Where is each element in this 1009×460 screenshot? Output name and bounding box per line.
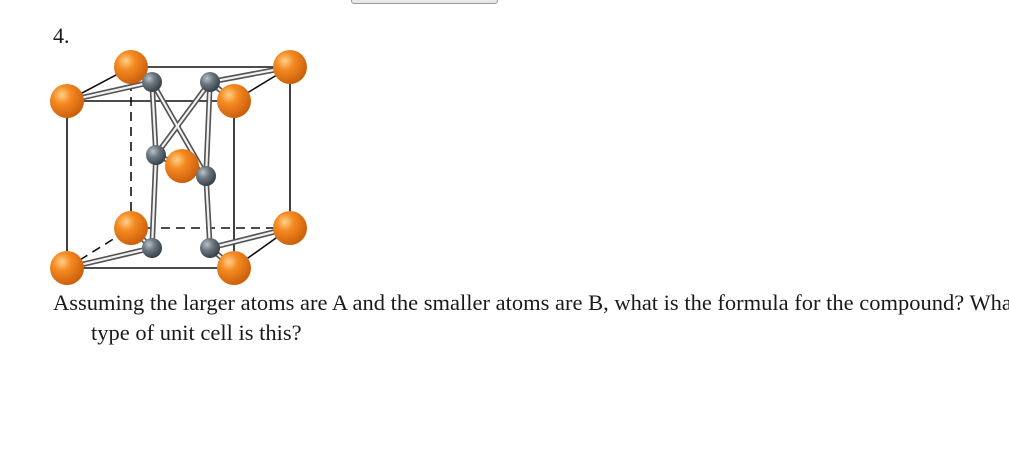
small-atom-B	[142, 72, 162, 92]
large-atom-A	[217, 84, 251, 118]
small-atom-B	[142, 238, 162, 258]
question-text: Assuming the larger atoms are A and the …	[53, 290, 1009, 345]
question-number: 4.	[53, 23, 70, 48]
large-atom-A	[114, 50, 148, 84]
back-atoms	[114, 50, 307, 258]
large-atom-A	[114, 211, 148, 245]
large-atom-A	[50, 251, 84, 285]
small-atom-B	[200, 238, 220, 258]
front-atoms	[50, 84, 251, 285]
unit-cell-diagram	[50, 50, 307, 285]
large-atom-A	[273, 50, 307, 84]
large-atom-A	[50, 84, 84, 118]
toolbar-button[interactable]	[351, 0, 498, 4]
small-atom-B	[196, 166, 216, 186]
small-atom-B	[146, 145, 166, 165]
unit-cell-figure	[40, 40, 320, 290]
large-atom-A-center	[165, 149, 199, 183]
large-atom-A	[217, 251, 251, 285]
large-atom-A	[273, 211, 307, 245]
small-atom-B	[200, 72, 220, 92]
